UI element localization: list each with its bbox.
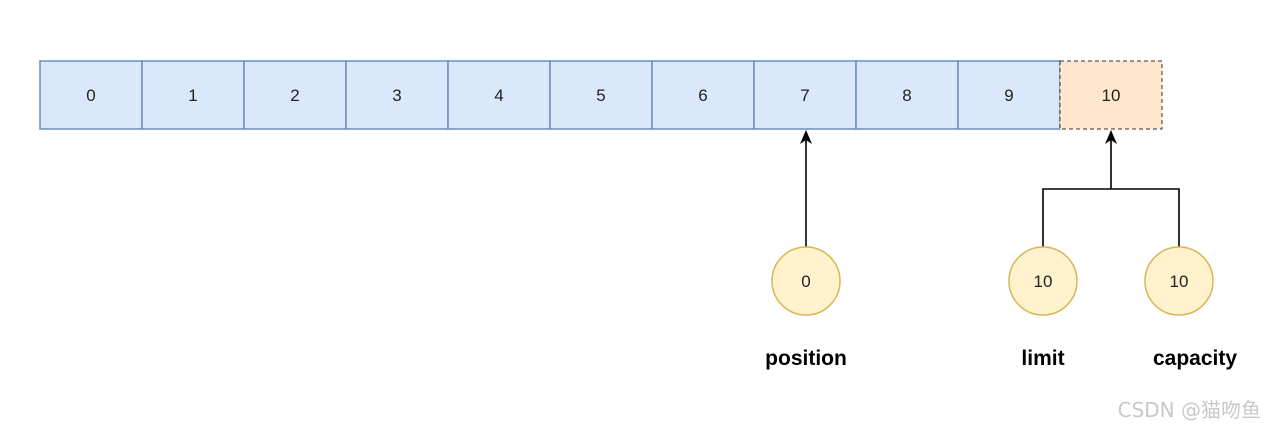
position-circle: [771, 246, 841, 316]
limit-capacity-connector: [1042, 130, 1180, 248]
position-arrowhead: [800, 130, 812, 144]
buffer-cell-box: [855, 60, 959, 130]
buffer-cell: 2: [243, 60, 347, 130]
buffer-cell-extra-label: 10: [1102, 86, 1121, 105]
buffer-cell-box: [243, 60, 347, 130]
buffer-cells: 0 1 2 3 4 5 6 7 8 9: [39, 60, 1061, 130]
capacity-circle: [1144, 246, 1214, 316]
buffer-cell-label: 0: [86, 86, 95, 105]
buffer-cell-label: 5: [596, 86, 605, 105]
buffer-cell-label: 8: [902, 86, 911, 105]
limit-pointer: 10 limit: [1008, 246, 1078, 370]
position-value: 0: [801, 272, 810, 291]
buffer-cell: 4: [447, 60, 551, 130]
buffer-cell-box: [549, 60, 653, 130]
limit-circle: [1008, 246, 1078, 316]
buffer-cell-box: [651, 60, 755, 130]
buffer-cell: 7: [753, 60, 857, 130]
buffer-cell: 8: [855, 60, 959, 130]
buffer-cell: 5: [549, 60, 653, 130]
limit-value: 10: [1034, 272, 1053, 291]
buffer-cell-label: 6: [698, 86, 707, 105]
position-pointer: 0 position: [765, 130, 847, 370]
capacity-value: 10: [1170, 272, 1189, 291]
buffer-cell-box: [39, 60, 143, 130]
watermark: CSDN @猫吻鱼: [1117, 398, 1261, 422]
buffer-cell-extra-box: [1059, 60, 1163, 130]
buffer-cell: 0: [39, 60, 143, 130]
limit-label: limit: [1021, 347, 1064, 370]
limit-capacity-arrowhead: [1105, 130, 1117, 144]
buffer-cell-label: 2: [290, 86, 299, 105]
buffer-cell-label: 9: [1004, 86, 1013, 105]
buffer-cell-label: 1: [188, 86, 197, 105]
buffer-cell: 3: [345, 60, 449, 130]
buffer-cell-box: [141, 60, 245, 130]
buffer-cell-extra: 10: [1059, 60, 1163, 130]
buffer-cell-box: [447, 60, 551, 130]
buffer-cell: 6: [651, 60, 755, 130]
buffer-cell-label: 4: [494, 86, 503, 105]
buffer-cell-label: 7: [800, 86, 809, 105]
buffer-cell: 1: [141, 60, 245, 130]
limit-connector-line: [1042, 188, 1180, 248]
capacity-label: capacity: [1153, 347, 1237, 370]
buffer-cell-box: [957, 60, 1061, 130]
position-label: position: [765, 347, 847, 370]
buffer-cell: 9: [957, 60, 1061, 130]
buffer-cell-label: 3: [392, 86, 401, 105]
buffer-cell-box: [753, 60, 857, 130]
capacity-pointer: 10 capacity: [1144, 246, 1237, 370]
